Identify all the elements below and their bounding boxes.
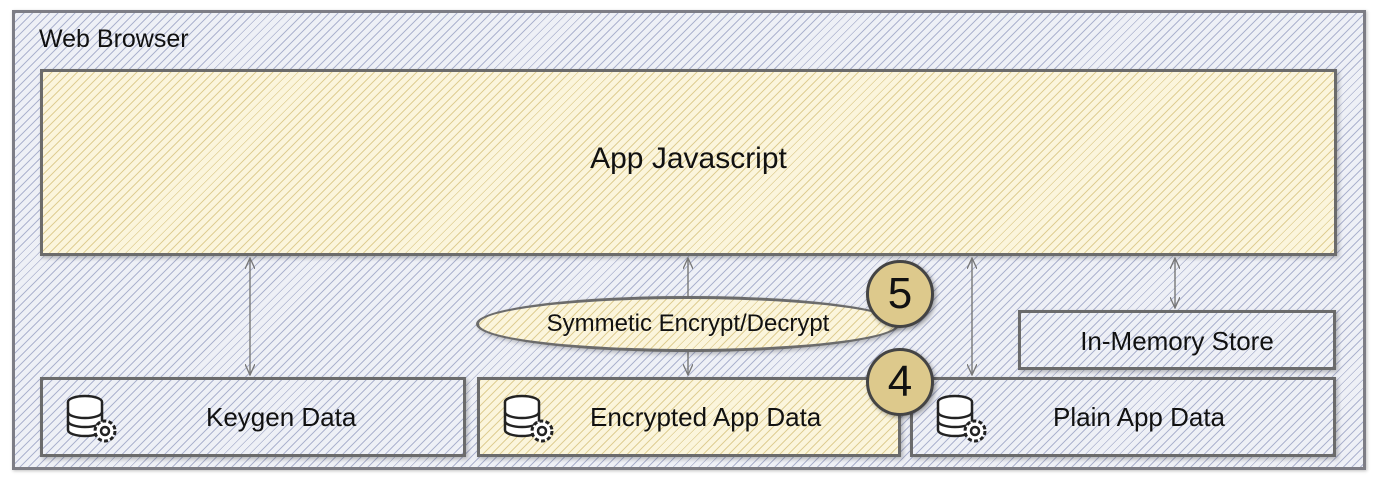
web-browser-label: Web Browser — [39, 25, 189, 53]
keygen-data-store: Keygen Data — [40, 377, 466, 457]
in-memory-store-box: In-Memory Store — [1018, 310, 1336, 370]
symmetric-encrypt-decrypt-label: Symmetic Encrypt/Decrypt — [546, 310, 830, 337]
database-gear-icon — [503, 394, 554, 443]
keygen-data-label: Keygen Data — [206, 402, 357, 432]
in-memory-store-label: In-Memory Store — [1080, 326, 1274, 356]
app-javascript-label: App Javascript — [590, 142, 787, 175]
symmetric-encrypt-decrypt-ellipse: Symmetic Encrypt/Decrypt — [476, 296, 900, 352]
step-4-badge: 4 — [866, 348, 934, 416]
encrypted-app-data-store: Encrypted App Data — [477, 377, 901, 457]
step-5-badge: 5 — [866, 260, 934, 328]
encrypted-app-data-label: Encrypted App Data — [590, 402, 822, 432]
plain-app-data-label: Plain App Data — [1053, 402, 1226, 432]
database-gear-icon — [66, 394, 117, 443]
database-gear-icon — [936, 394, 987, 443]
plain-app-data-store: Plain App Data — [910, 377, 1336, 457]
app-javascript-box: App Javascript — [40, 69, 1337, 256]
